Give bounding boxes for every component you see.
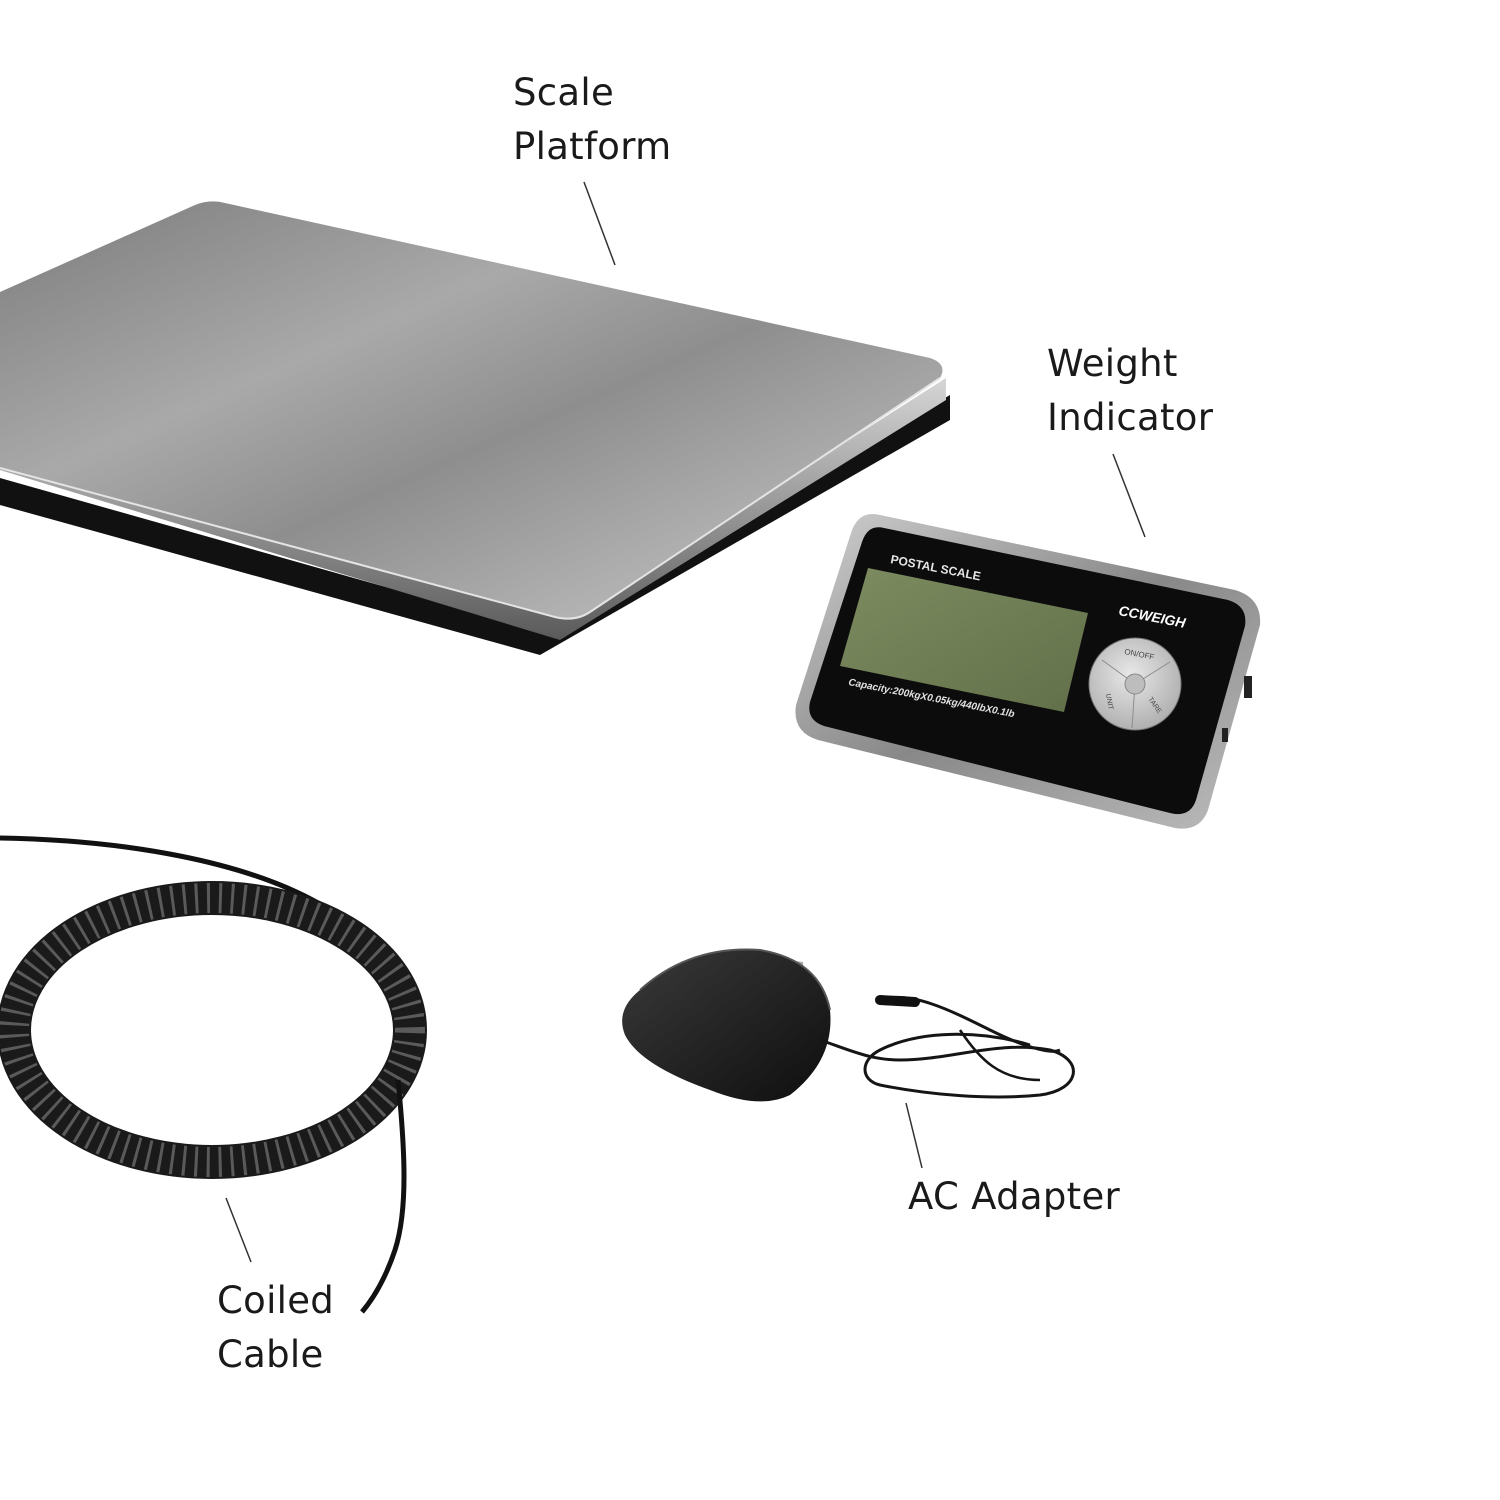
label-scale-platform-line1: Scale: [513, 71, 615, 114]
label-ac-adapter-text: AC Adapter: [908, 1175, 1121, 1218]
label-scale-platform: Scale Platform: [513, 66, 671, 174]
leader-line-weight-indicator: [1112, 453, 1146, 538]
ac-adapter: [622, 948, 1075, 1102]
coiled-cable: [0, 835, 427, 1314]
label-weight-indicator-line1: Weight: [1047, 342, 1178, 385]
label-ac-adapter: AC Adapter: [908, 1170, 1120, 1224]
control-dial[interactable]: ON/OFF UNIT TARE: [1088, 637, 1182, 731]
label-coiled-cable-line2: Cable: [217, 1333, 324, 1376]
center-button[interactable]: [1124, 673, 1146, 695]
label-weight-indicator-line2: Indicator: [1047, 396, 1214, 439]
leader-line-ac-adapter: [905, 1102, 923, 1169]
lcd-screen: [840, 568, 1088, 712]
label-coiled-cable-line1: Coiled: [217, 1279, 335, 1322]
weight-indicator: POSTAL SCALE CCWEIGH Capacity:200kgX0.05…: [795, 514, 1261, 829]
label-scale-platform-line2: Platform: [513, 125, 672, 168]
unit-button-label[interactable]: UNIT: [1104, 693, 1114, 711]
label-coiled-cable: Coiled Cable: [217, 1274, 334, 1382]
leader-line-scale-platform: [583, 181, 616, 266]
scale-platform: [0, 201, 950, 655]
leader-line-coiled-cable: [225, 1197, 252, 1263]
label-weight-indicator: Weight Indicator: [1047, 337, 1213, 445]
